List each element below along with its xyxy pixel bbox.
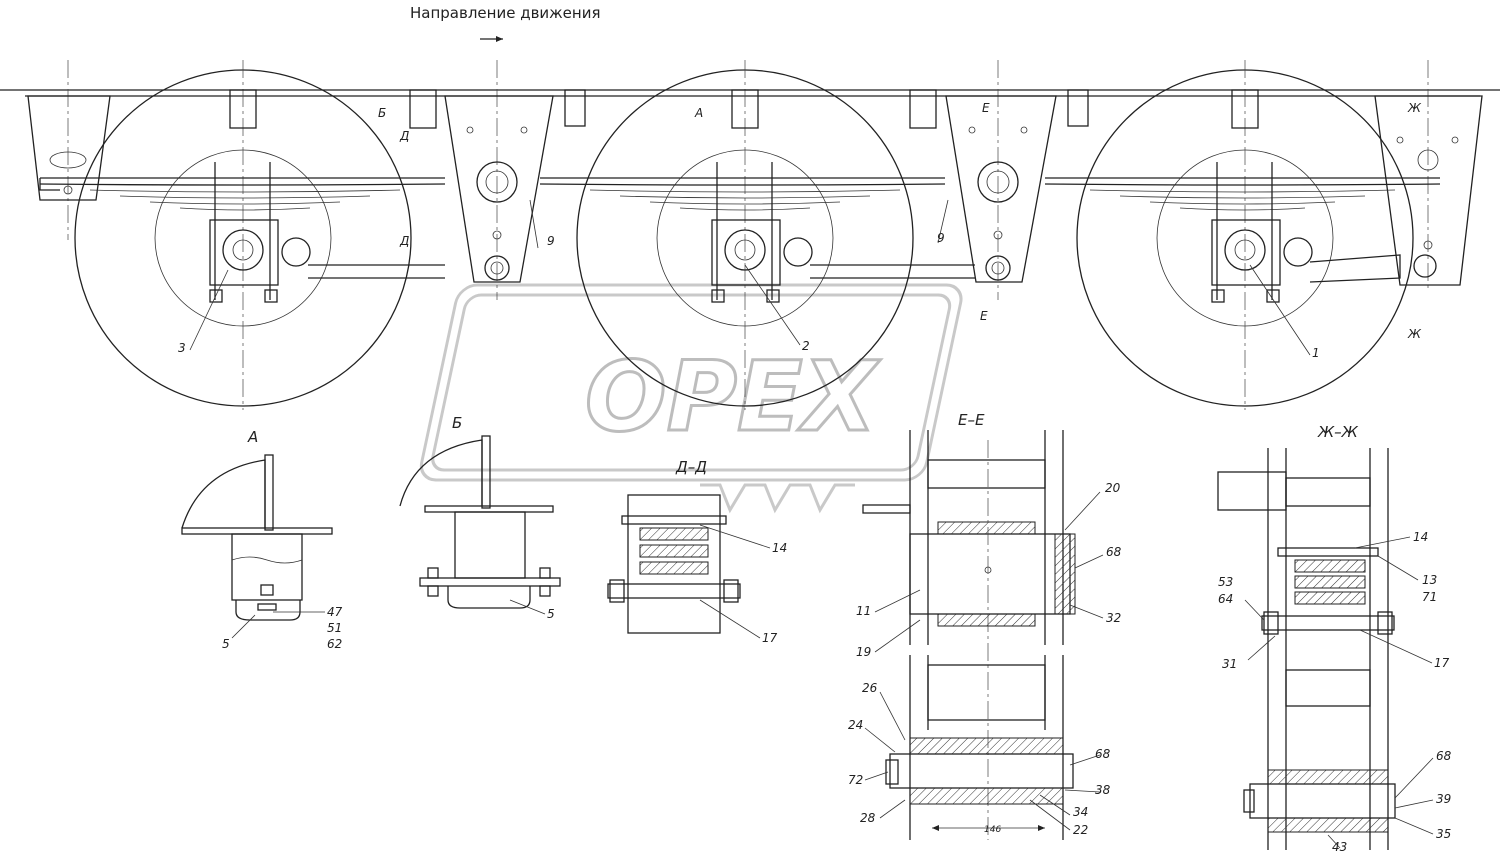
watermark-text: OPEX — [585, 341, 881, 453]
callout-20: 20 — [1105, 481, 1121, 495]
bracket-front — [1374, 95, 1483, 286]
callout-71: 71 — [1422, 590, 1437, 604]
callout-11: 11 — [856, 604, 871, 618]
view-b-title: Б — [452, 414, 462, 432]
callout-2: 2 — [802, 339, 810, 353]
section-zhzh — [1217, 448, 1434, 850]
callout-68-ee-top: 68 — [1106, 545, 1122, 559]
callout-72: 72 — [848, 773, 863, 787]
callout-1: 1 — [1312, 346, 1320, 360]
section-dd-title: Д–Д — [675, 458, 707, 476]
callout-38: 38 — [1095, 783, 1111, 797]
watermark: OPEX — [419, 283, 963, 514]
section-ee — [862, 430, 1104, 840]
axle-front — [1211, 162, 1437, 303]
centerlines — [67, 60, 1429, 410]
marker-d-bottom: Д — [399, 234, 409, 248]
callout-35: 35 — [1436, 827, 1451, 841]
bracket-middle-1 — [444, 95, 554, 283]
axle-middle — [711, 162, 975, 303]
bracket-rear — [27, 95, 111, 201]
callout-31: 31 — [1222, 657, 1237, 671]
callout-22: 22 — [1073, 823, 1088, 837]
direction-arrow — [480, 36, 503, 42]
frame — [0, 89, 1500, 97]
direction-title: Направление движения — [410, 4, 600, 22]
marker-d-top: Д — [399, 129, 409, 143]
callout-5-b: 5 — [547, 607, 555, 621]
main-leaders — [189, 199, 1311, 356]
view-a — [181, 454, 333, 639]
callout-14-zhzh: 14 — [1413, 530, 1428, 544]
dimension-146: 146 — [984, 825, 1001, 835]
section-ee-title: Е–Е — [958, 411, 985, 429]
callout-53: 53 — [1218, 575, 1233, 589]
callout-5-a: 5 — [222, 637, 230, 651]
marker-zh-top: Ж — [1407, 101, 1422, 115]
callout-64: 64 — [1218, 592, 1233, 606]
callout-68-ee-bottom: 68 — [1095, 747, 1111, 761]
marker-b: Б — [378, 106, 386, 120]
callout-51: 51 — [327, 621, 342, 635]
callout-24: 24 — [848, 718, 863, 732]
callout-26: 26 — [862, 681, 878, 695]
callout-9-right: 9 — [937, 231, 945, 245]
callout-39: 39 — [1436, 792, 1451, 806]
callout-62: 62 — [327, 637, 342, 651]
callout-17-zhzh: 17 — [1434, 656, 1450, 670]
callout-28: 28 — [860, 811, 876, 825]
callout-47: 47 — [327, 605, 343, 619]
marker-e-bottom: Е — [980, 309, 988, 323]
bracket-middle-2 — [945, 95, 1057, 283]
axle-rear — [209, 162, 445, 303]
marker-e-top: Е — [982, 101, 990, 115]
callout-13: 13 — [1422, 573, 1437, 587]
callout-34: 34 — [1073, 805, 1088, 819]
callout-68-zhzh: 68 — [1436, 749, 1452, 763]
callout-17-dd: 17 — [762, 631, 778, 645]
callout-19: 19 — [856, 645, 871, 659]
marker-zh-bottom: Ж — [1407, 327, 1422, 341]
section-zhzh-title: Ж–Ж — [1317, 423, 1359, 441]
leaf-spring-front — [1044, 177, 1441, 211]
callout-3: 3 — [178, 341, 186, 355]
view-a-title: А — [247, 428, 258, 446]
marker-a: А — [694, 106, 703, 120]
callout-43: 43 — [1332, 840, 1347, 854]
callout-14-dd: 14 — [772, 541, 787, 555]
frame-posts — [229, 89, 1259, 129]
leaf-spring-middle — [539, 177, 946, 211]
leaf-spring-rear — [39, 177, 446, 211]
callout-32: 32 — [1106, 611, 1121, 625]
callout-9-left: 9 — [547, 234, 555, 248]
view-b — [399, 435, 561, 615]
section-dd — [607, 494, 771, 639]
